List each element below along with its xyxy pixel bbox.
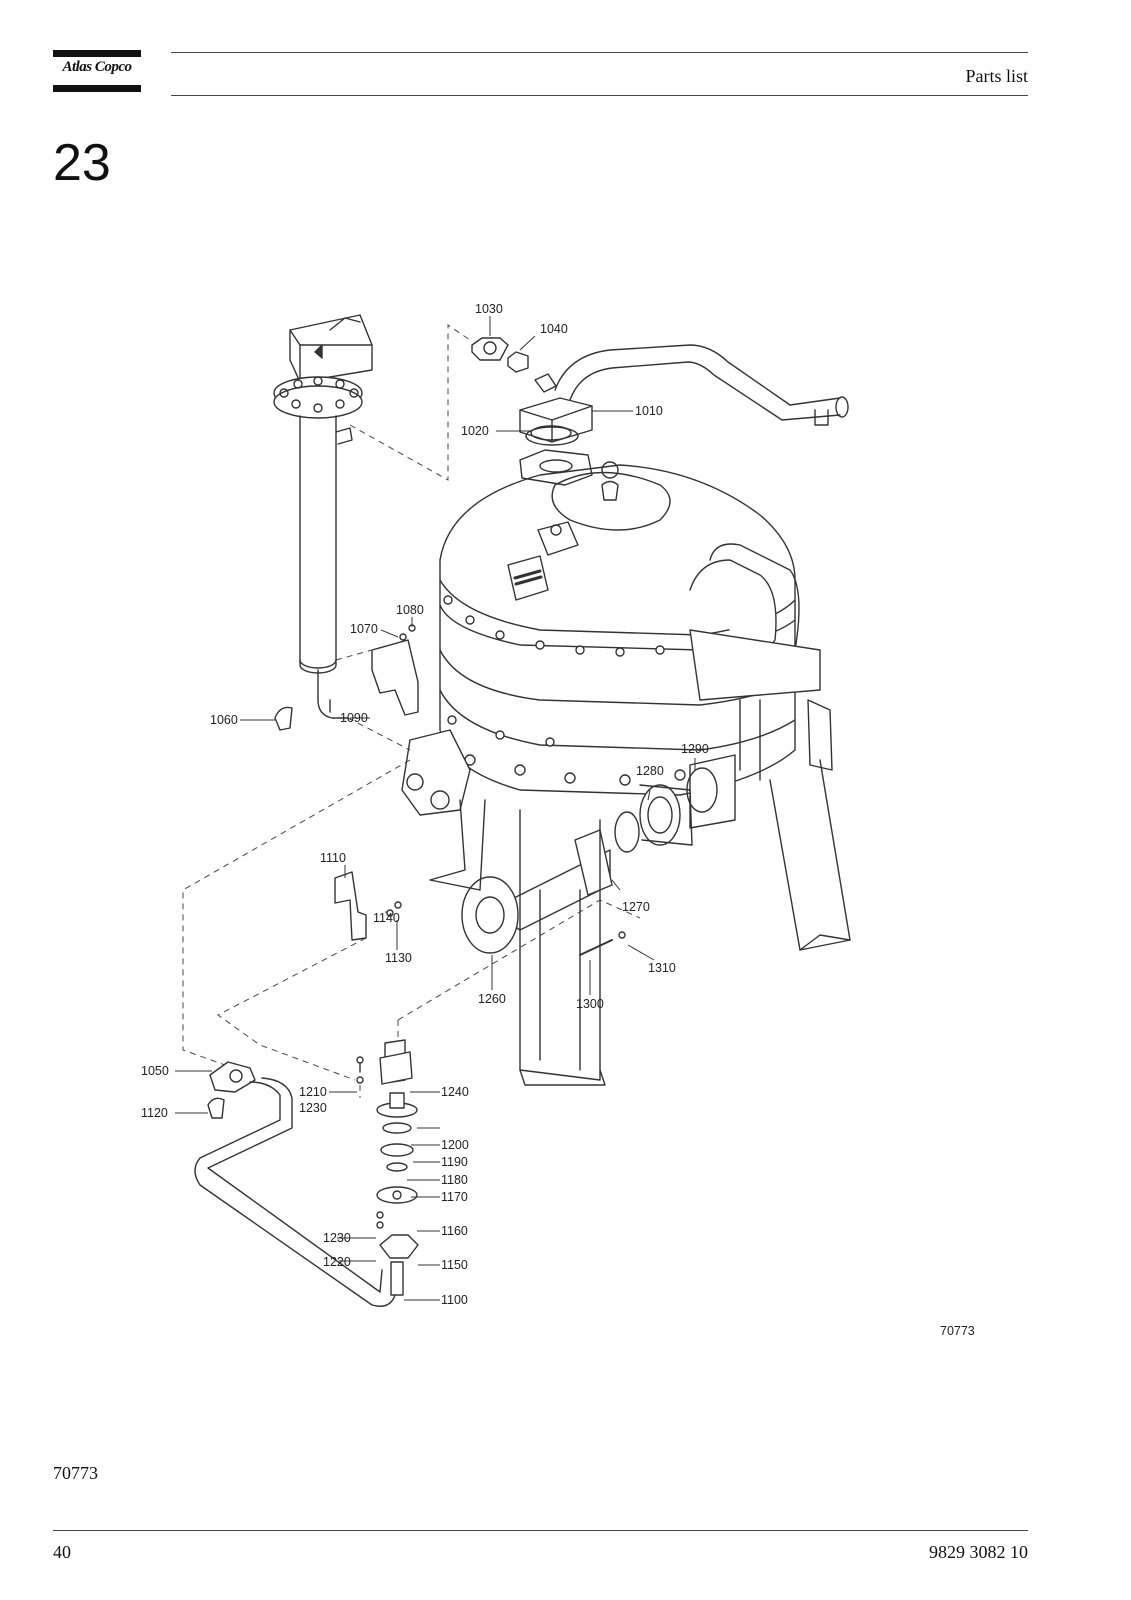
drain-pipe: [194, 1081, 396, 1307]
callout-1090: 1090: [340, 711, 368, 725]
callout-1100: 1100: [441, 1293, 468, 1307]
header-rule-top: [171, 52, 1028, 53]
callout-labels: 1010 1020 1030 1040 1050 1060 1070 1080 …: [141, 302, 975, 1338]
callout-1210: 1210: [299, 1085, 327, 1099]
header-rule-bottom: [171, 95, 1028, 96]
separator-vessel: [401, 449, 851, 1086]
callout-1140: 1140: [373, 911, 400, 925]
callout-1150: 1150: [441, 1258, 468, 1272]
callout-1190: 1190: [441, 1155, 468, 1169]
callout-1160: 1160: [441, 1224, 468, 1238]
drain-valve-stack: [356, 1039, 418, 1296]
callout-1070: 1070: [350, 622, 378, 636]
callout-1050: 1050: [141, 1064, 169, 1078]
atlas-copco-logo: Atlas Copco: [53, 50, 141, 94]
callout-1230a: 1230: [299, 1101, 327, 1115]
callout-1110: 1110: [320, 851, 346, 865]
callout-1020: 1020: [461, 424, 489, 438]
callout-1230b: 1230: [323, 1231, 351, 1245]
logo-wordmark: Atlas Copco: [62, 59, 132, 75]
footer-rule: [53, 1530, 1028, 1531]
callout-1240: 1240: [441, 1085, 469, 1099]
callout-1130: 1130: [385, 951, 412, 965]
callout-1170: 1170: [441, 1190, 468, 1204]
callout-1080: 1080: [396, 603, 424, 617]
logo-bar-top: [53, 50, 141, 57]
callout-1270: 1270: [622, 900, 650, 914]
assembly-lines: [182, 324, 641, 1098]
figure-id-caption: 70773: [53, 1463, 98, 1483]
gasket-1020: [530, 425, 572, 441]
callout-1260: 1260: [478, 992, 506, 1006]
figure-number: 23: [53, 134, 111, 192]
leader-lines: [175, 316, 696, 1301]
callout-1030: 1030: [475, 302, 503, 316]
callout-1310: 1310: [648, 961, 676, 975]
outlet-pipe: [471, 337, 849, 446]
callout-1220: 1220: [323, 1255, 351, 1269]
callout-1120: 1120: [141, 1106, 168, 1120]
callout-1060: 1060: [210, 713, 238, 727]
callout-1200: 1200: [441, 1138, 469, 1152]
brackets: [334, 624, 419, 941]
clamps: [207, 706, 419, 1259]
section-title: Parts list: [965, 66, 1028, 86]
document-number: 9829 3082 10: [929, 1542, 1028, 1562]
callout-1290: 1290: [681, 742, 709, 756]
callout-1180: 1180: [441, 1173, 468, 1187]
heater-assembly: [273, 314, 373, 719]
page-number: 40: [53, 1542, 71, 1562]
drawing-id-label: 70773: [940, 1324, 975, 1338]
callout-1010: 1010: [635, 404, 663, 418]
callout-1300: 1300: [576, 997, 604, 1011]
logo-bar-bottom: [53, 85, 141, 92]
callout-1280: 1280: [636, 764, 664, 778]
callout-1040: 1040: [540, 322, 568, 336]
